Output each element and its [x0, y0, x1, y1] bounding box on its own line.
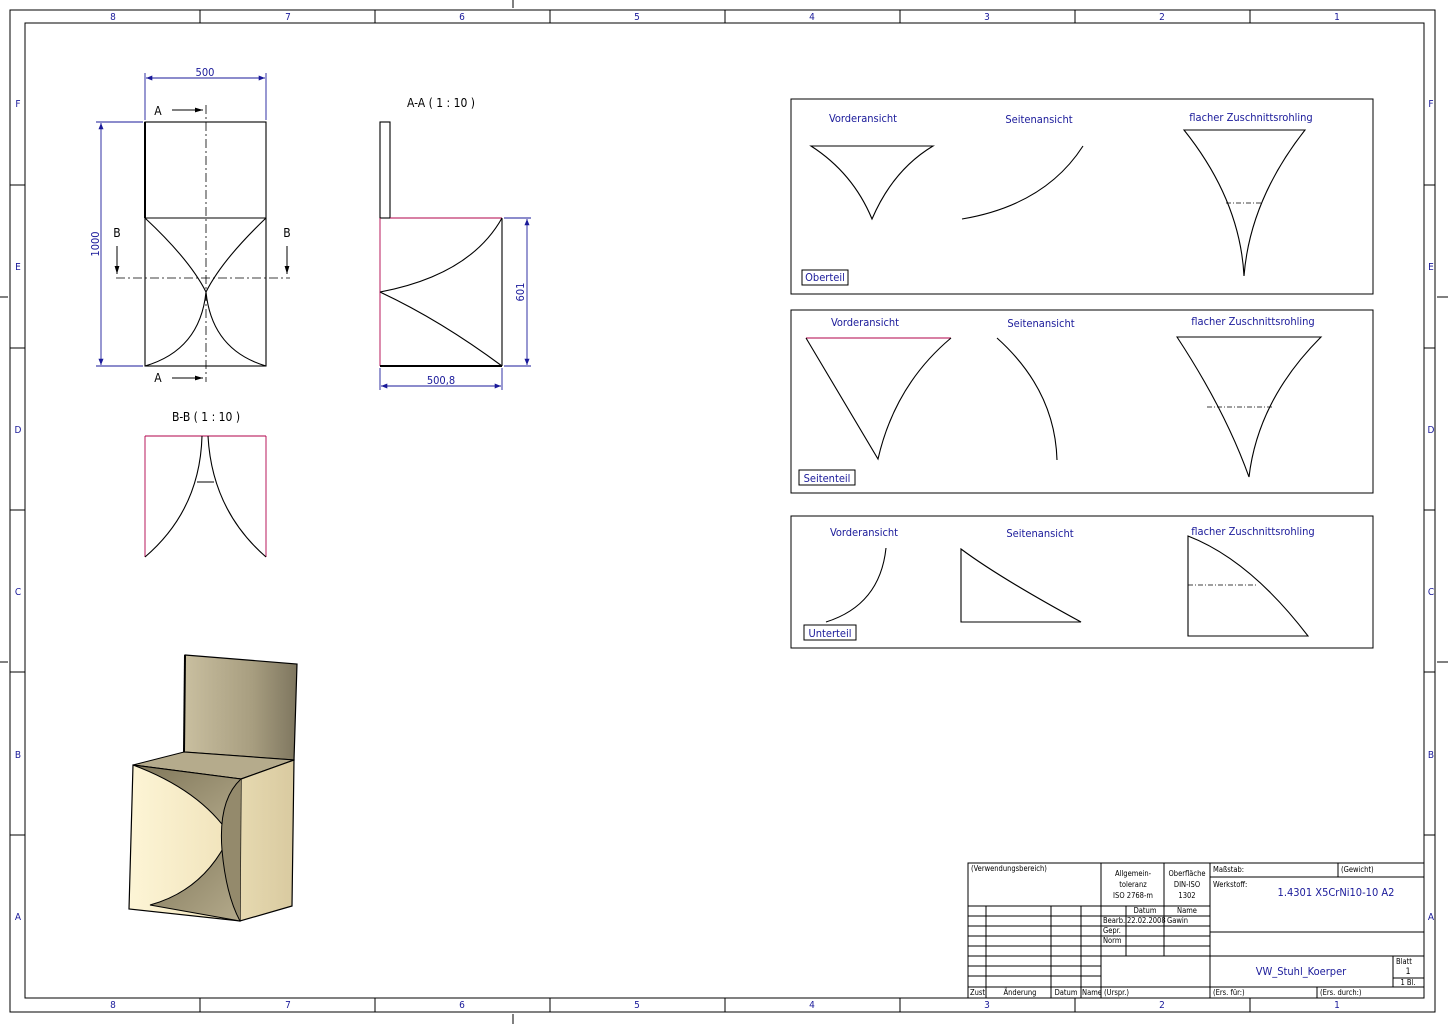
title-block-material-label: Werkstoff:: [1213, 880, 1247, 889]
zone-label-bottom-3: 3: [984, 1000, 990, 1011]
title-block-col-name: Name: [1177, 906, 1197, 915]
section-b-b-title: B-B ( 1 : 10 ): [172, 410, 240, 424]
zone-label-left-E: E: [15, 262, 21, 273]
panel-oberteil-tag: Oberteil: [805, 271, 845, 284]
panel-seitenteil-blank-label: flacher Zuschnittsrohling: [1191, 315, 1314, 328]
title-block-sheet-label: Blatt: [1396, 957, 1412, 966]
panel-seitenteil: Vorderansicht Seitenansicht flacher Zusc…: [790, 309, 1374, 494]
section-mark-b-left: B: [113, 226, 120, 240]
zone-label-top-3: 3: [984, 12, 990, 23]
title-block-aenderung: Änderung: [1004, 988, 1037, 997]
panel-unterteil-front-label: Vorderansicht: [830, 526, 898, 539]
panel-oberteil-blank-label: flacher Zuschnittsrohling: [1189, 111, 1312, 124]
title-block-row-norm: Norm: [1103, 936, 1121, 945]
panel-unterteil-side-label: Seitenansicht: [1006, 527, 1073, 540]
zone-label-bottom-8: 8: [110, 1000, 116, 1011]
title-block-surface-3: 1302: [1178, 891, 1195, 900]
zone-label-top-1: 1: [1334, 12, 1340, 23]
panel-seitenteil-front-label: Vorderansicht: [831, 316, 899, 329]
zone-label-right-D: D: [1428, 425, 1435, 436]
title-block-scale-label: Maßstab:: [1213, 865, 1244, 874]
zone-label-left-B: B: [15, 750, 21, 761]
zone-label-right-B: B: [1428, 750, 1434, 761]
title-block-tolerance-1: Allgemein-: [1115, 869, 1152, 878]
front-view: 500 1000 A A B B: [89, 66, 291, 385]
section-mark-b-right: B: [283, 226, 290, 240]
title-block-sheet-no: 1: [1406, 967, 1411, 977]
title-block-drawing-name: VW_Stuhl_Koerper: [1256, 965, 1347, 978]
title-block-col-date: Datum: [1134, 906, 1157, 915]
title-block-usage: (Verwendungsbereich): [971, 864, 1047, 873]
zone-label-right-F: F: [1428, 99, 1433, 110]
panel-unterteil-blank-label: flacher Zuschnittsrohling: [1191, 525, 1314, 538]
title-block-row-bearb: Bearb.: [1103, 916, 1125, 925]
zone-label-top-4: 4: [809, 12, 815, 23]
zone-label-bottom-2: 2: [1159, 1000, 1165, 1011]
panel-unterteil-tag: Unterteil: [808, 627, 851, 640]
title-block-sheet-count: 1 Bl.: [1400, 978, 1415, 987]
panel-seitenteil-tag: Seitenteil: [804, 472, 851, 485]
title-block-ers-durch: (Ers. durch:): [1320, 988, 1362, 997]
zone-label-bottom-7: 7: [285, 1000, 291, 1011]
title-block-row-gepr: Gepr.: [1103, 926, 1121, 935]
zone-label-right-C: C: [1428, 587, 1434, 598]
panel-unterteil: Vorderansicht Seitenansicht flacher Zusc…: [790, 515, 1374, 649]
title-block-weight-label: (Gewicht): [1341, 865, 1374, 874]
section-a-a-title: A-A ( 1 : 10 ): [407, 96, 475, 110]
zone-label-left-C: C: [15, 587, 21, 598]
title-block-tolerance-2: toleranz: [1119, 880, 1147, 889]
dimension-500-8: 500,8: [427, 374, 455, 387]
dimension-1000: 1000: [89, 231, 102, 256]
title-block-surface-2: DIN-ISO: [1174, 880, 1200, 889]
section-mark-a-bottom: A: [154, 371, 162, 385]
title-block: (Verwendungsbereich) Allgemein- toleranz…: [967, 862, 1425, 999]
panel-oberteil-side-label: Seitenansicht: [1005, 113, 1072, 126]
title-block-bearb-date: 22.02.2008: [1127, 916, 1166, 925]
panel-seitenteil-side-label: Seitenansicht: [1007, 317, 1074, 330]
zone-label-bottom-6: 6: [459, 1000, 465, 1011]
zone-label-top-7: 7: [285, 12, 291, 23]
zone-label-bottom-1: 1: [1334, 1000, 1340, 1011]
zone-label-top-2: 2: [1159, 12, 1165, 23]
dimension-601: 601: [514, 283, 527, 302]
panel-oberteil: Vorderansicht Seitenansicht flacher Zusc…: [790, 98, 1374, 295]
zone-label-top-8: 8: [110, 12, 116, 23]
zone-label-right-A: A: [1428, 912, 1435, 923]
section-a-a-view: A-A ( 1 : 10 ) 601 500,8: [379, 96, 531, 390]
title-block-datum: Datum: [1055, 988, 1078, 997]
zone-label-top-6: 6: [459, 12, 465, 23]
zone-label-left-F: F: [15, 99, 20, 110]
zone-label-bottom-4: 4: [809, 1000, 815, 1011]
dimension-500: 500: [196, 66, 215, 79]
title-block-ers-fuer: (Ers. für:): [1213, 988, 1245, 997]
panel-oberteil-front-label: Vorderansicht: [829, 112, 897, 125]
zone-label-left-A: A: [15, 912, 22, 923]
title-block-material: 1.4301 X5CrNi10-10 A2: [1278, 886, 1395, 899]
zone-label-top-5: 5: [634, 12, 640, 23]
zone-label-left-D: D: [15, 425, 22, 436]
section-mark-a-top: A: [154, 104, 162, 118]
chair-3d-view: [128, 654, 298, 922]
title-block-zust: Zust.: [970, 988, 987, 997]
zone-label-right-E: E: [1428, 262, 1434, 273]
zone-label-bottom-5: 5: [634, 1000, 640, 1011]
title-block-bearb-name: Gawin: [1167, 916, 1188, 925]
title-block-surface-1: Oberfläche: [1168, 869, 1205, 878]
title-block-urspr: (Urspr.): [1104, 988, 1129, 997]
title-block-tolerance-3: ISO 2768-m: [1113, 891, 1153, 900]
section-b-b-view: B-B ( 1 : 10 ): [144, 410, 267, 558]
title-block-name: Name: [1082, 988, 1102, 997]
